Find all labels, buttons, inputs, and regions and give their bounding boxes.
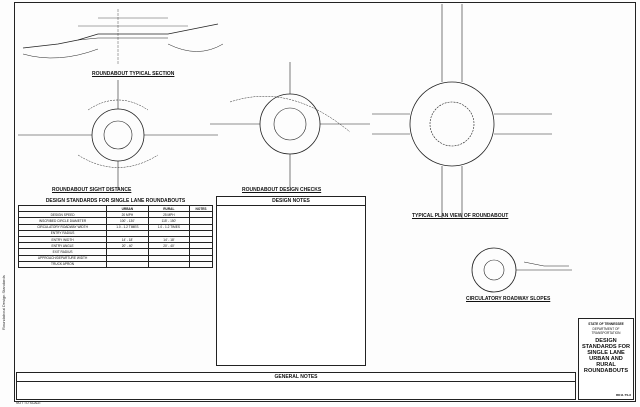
typical-section-title: ROUNDABOUT TYPICAL SECTION [92, 71, 175, 77]
general-notes-box: GENERAL NOTES [16, 372, 576, 400]
table-row: TRUCK APRON [17, 260, 213, 268]
table-cell [147, 260, 191, 268]
table-cell [189, 260, 213, 268]
plan-view-drawing [372, 4, 552, 219]
sight-distance-drawing [18, 80, 218, 190]
design-checks-drawing [210, 62, 370, 187]
table-title: DESIGN STANDARDS FOR SINGLE LANE ROUNDAB… [45, 198, 186, 204]
drawing-number: RD11-TS-6 [615, 393, 631, 397]
general-notes-title: GENERAL NOTES [17, 373, 575, 382]
design-notes-box: DESIGN NOTES [216, 196, 366, 366]
design-checks-title: ROUNDABOUT DESIGN CHECKS [242, 187, 322, 193]
table-cell [106, 260, 149, 268]
table-cell: TRUCK APRON [17, 260, 108, 268]
sheet-border [14, 2, 636, 402]
title-block: STATE OF TENNESSEE DEPARTMENT OF TRANSPO… [578, 318, 634, 400]
department-label: DEPARTMENT OF TRANSPORTATION [591, 327, 621, 335]
drawing-title: DESIGN STANDARDS FOR SINGLE LANE URBAN A… [581, 338, 631, 374]
design-notes-title: DESIGN NOTES [217, 197, 365, 206]
roadway-slopes-drawing [471, 247, 572, 293]
state-label: STATE OF TENNESSEE [588, 322, 624, 326]
file-path-text: Roundabout Design Standards [1, 275, 6, 330]
not-to-scale-label: NOT TO SCALE [16, 401, 41, 405]
plan-view-title: TYPICAL PLAN VIEW OF ROUNDABOUT [412, 213, 509, 219]
design-standards-table: DESIGN STANDARDS FOR SINGLE LANE ROUNDAB… [17, 198, 213, 268]
sight-distance-title: ROUNDABOUT SIGHT DISTANCE [52, 187, 132, 193]
roadway-slopes-title: CIRCULATORY ROADWAY SLOPES [466, 296, 551, 302]
typical-section-drawing [22, 9, 224, 64]
